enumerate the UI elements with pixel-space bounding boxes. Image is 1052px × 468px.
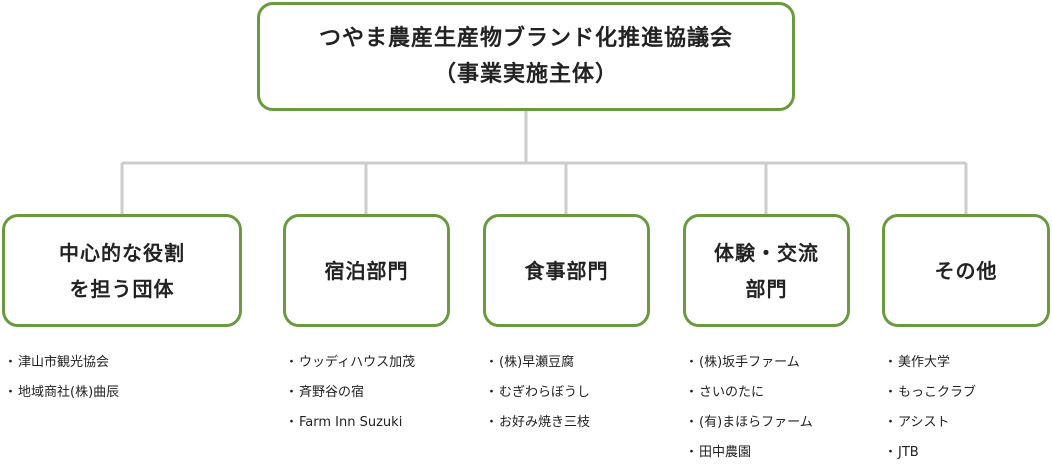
bullet: ・ [485,355,499,370]
bullet: ・ [685,355,699,370]
member-item: ・美作大学 [884,348,976,378]
member-list-core-organizations: ・津山市観光協会 ・地域商社(株)曲辰 [4,348,119,408]
bullet: ・ [4,385,18,400]
bullet: ・ [884,385,898,400]
member-item: ・津山市観光協会 [4,348,119,378]
category-title-line: その他 [934,258,998,283]
category-title-line: 体験・交流 [714,240,819,265]
root-node-box: つやま農産生産物ブランド化推進協議会 （事業実施主体） [257,2,795,111]
member-item: ・田中農園 [685,438,813,468]
member-item: ・むぎわらぼうし [485,378,590,408]
member-item: ・(株)早瀬豆腐 [485,348,590,378]
member-name: もっこクラブ [898,385,977,400]
category-box-other: その他 [882,214,1050,327]
member-name: 斉野谷の宿 [299,385,365,400]
root-node-subtitle: （事業実施主体） [433,61,618,87]
bullet: ・ [884,355,898,370]
member-item: ・斉野谷の宿 [285,378,415,408]
bullet: ・ [285,385,299,400]
member-name: さいのたに [699,385,765,400]
category-box-core-organizations: 中心的な役割 を担う団体 [2,214,242,327]
bullet: ・ [884,415,898,430]
member-list-experience-exchange: ・(株)坂手ファーム ・さいのたに ・(有)まほらファーム ・田中農園 [685,348,813,468]
member-item: ・Farm Inn Suzuki [285,408,415,438]
member-name: JTB [898,445,919,460]
member-item: ・もっこクラブ [884,378,976,408]
category-box-dining: 食事部門 [483,214,650,327]
category-title-line: 宿泊部門 [324,258,409,283]
member-name: 田中農園 [699,445,752,460]
member-item: ・アシスト [884,408,976,438]
category-title-line: 中心的な役割 [59,240,185,265]
member-item: ・地域商社(株)曲辰 [4,378,119,408]
category-title-line: を担う団体 [69,276,175,301]
bullet: ・ [685,445,699,460]
member-list-lodging: ・ウッディハウス加茂 ・斉野谷の宿 ・Farm Inn Suzuki [285,348,415,438]
category-box-experience-exchange: 体験・交流 部門 [683,214,850,327]
member-item: ・さいのたに [685,378,813,408]
bullet: ・ [485,385,499,400]
category-box-lodging: 宿泊部門 [283,214,450,327]
bullet: ・ [285,415,299,430]
bullet: ・ [485,415,499,430]
category-title-line: 部門 [745,276,788,301]
member-name: Farm Inn Suzuki [299,415,403,430]
member-name: (有)まほらファーム [699,415,813,430]
category-title-line: 食事部門 [524,258,609,283]
member-list-other: ・美作大学 ・もっこクラブ ・アシスト ・JTB [884,348,976,468]
member-list-dining: ・(株)早瀬豆腐 ・むぎわらぼうし ・お好み焼き三枝 [485,348,590,438]
member-item: ・(株)坂手ファーム [685,348,813,378]
member-item: ・ウッディハウス加茂 [285,348,415,378]
member-item: ・(有)まほらファーム [685,408,813,438]
member-name: ウッディハウス加茂 [299,355,416,370]
member-name: (株)早瀬豆腐 [499,355,575,370]
bullet: ・ [685,415,699,430]
member-name: 美作大学 [898,355,951,370]
root-node-title: つやま農産生産物ブランド化推進協議会 [318,25,733,51]
member-name: 地域商社(株)曲辰 [18,385,120,400]
member-name: むぎわらぼうし [499,385,591,400]
member-name: アシスト [898,415,950,430]
member-item: ・お好み焼き三枝 [485,408,590,438]
bullet: ・ [285,355,299,370]
member-name: (株)坂手ファーム [699,355,800,370]
member-name: 津山市観光協会 [18,355,110,370]
member-name: お好み焼き三枝 [499,415,591,430]
bullet: ・ [685,385,699,400]
member-item: ・JTB [884,438,976,468]
bullet: ・ [4,355,18,370]
bullet: ・ [884,445,898,460]
